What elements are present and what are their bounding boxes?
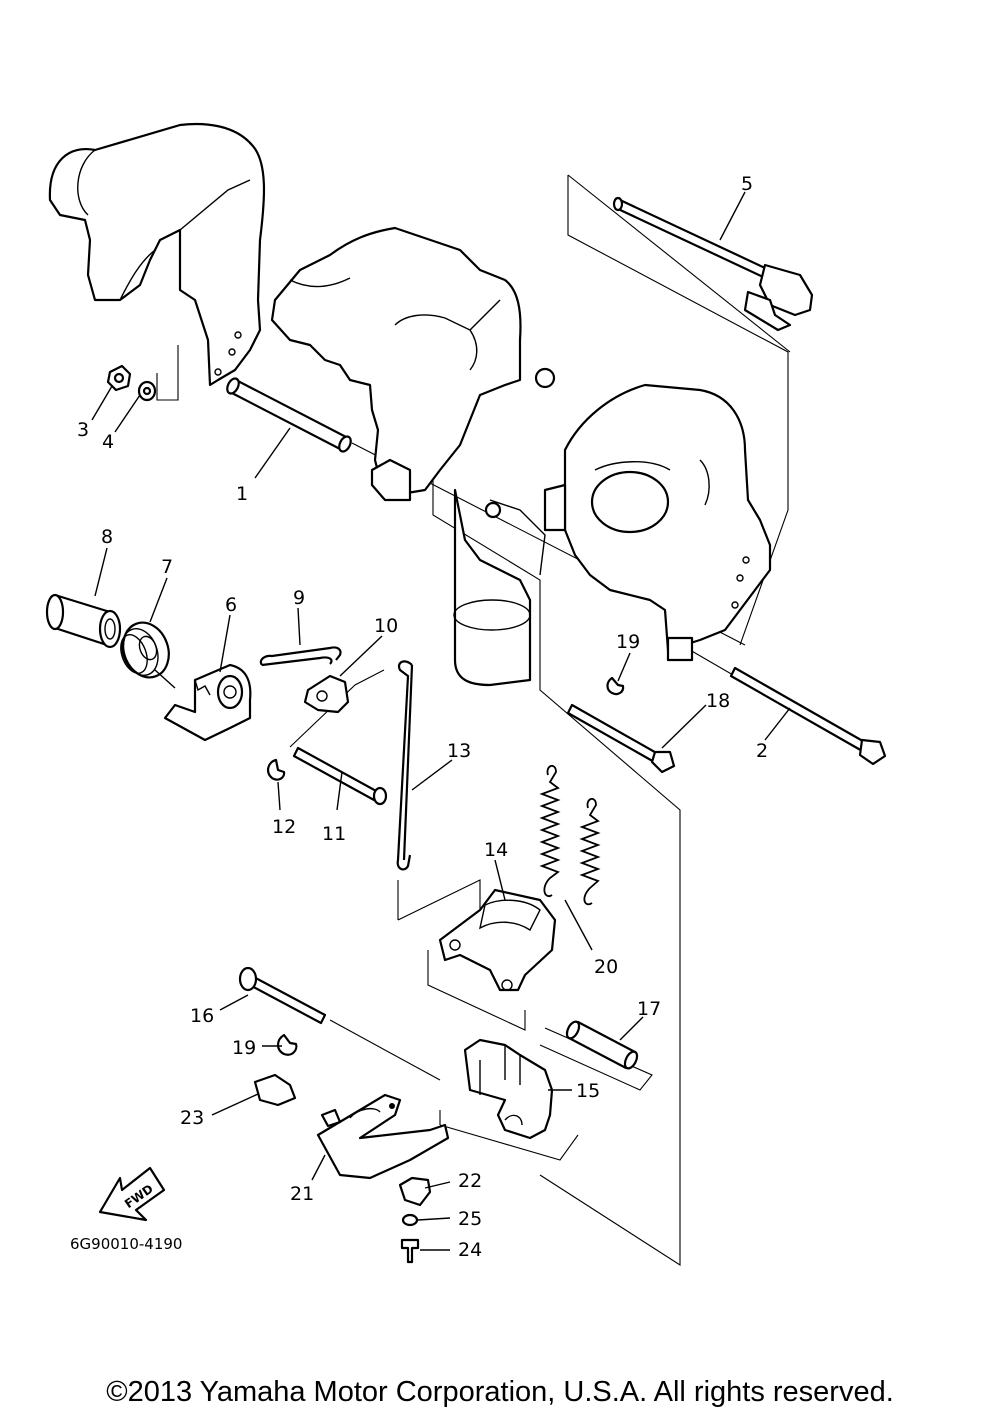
part-12-circlip <box>266 758 286 781</box>
part-10-lever <box>303 674 350 714</box>
part-18-shaft <box>566 703 676 774</box>
callout-3: 3 <box>77 419 89 441</box>
callout-17: 17 <box>637 998 661 1020</box>
callout-19-upper: 19 <box>616 631 640 653</box>
part-5-tilt-rod <box>612 196 814 332</box>
part-6-bracket <box>163 663 252 742</box>
part-24-screw <box>400 1238 420 1264</box>
callout-6: 6 <box>225 594 237 616</box>
swivel-bracket <box>270 226 556 687</box>
callout-1: 1 <box>236 483 248 505</box>
drawing-code: 6G90010-4190 <box>70 1235 182 1253</box>
callout-10: 10 <box>374 615 398 637</box>
callout-leaders <box>91 191 791 1251</box>
callout-23: 23 <box>180 1107 204 1129</box>
clamp-bracket-right <box>543 383 772 662</box>
part-22-clip <box>398 1176 432 1207</box>
part-15-bracket <box>463 1038 554 1140</box>
part-23-grip <box>253 1073 297 1107</box>
part-4-washer <box>137 380 157 402</box>
callout-21: 21 <box>290 1183 314 1205</box>
callout-20: 20 <box>594 956 618 978</box>
callout-11: 11 <box>322 823 346 845</box>
part-19-clip-upper <box>606 676 625 696</box>
part-17-sleeve <box>565 1020 639 1070</box>
callout-18: 18 <box>706 690 730 712</box>
part-9-clip <box>259 646 342 667</box>
callout-7: 7 <box>161 556 173 578</box>
part-7-spring <box>120 621 176 689</box>
callout-9: 9 <box>293 587 305 609</box>
callout-25: 25 <box>458 1208 482 1230</box>
callout-19-lower: 19 <box>232 1037 256 1059</box>
part-16-pin <box>238 966 327 1025</box>
part-11-pin <box>292 746 388 806</box>
callout-8: 8 <box>101 526 113 548</box>
mounting-bracket-left <box>48 122 266 387</box>
part-3-nut <box>106 364 132 392</box>
part-2-bolt <box>729 666 887 766</box>
callout-2: 2 <box>756 740 768 762</box>
callout-4: 4 <box>102 431 114 453</box>
part-14-yoke <box>438 888 557 992</box>
part-19-clip-lower <box>276 1033 298 1056</box>
callout-16: 16 <box>190 1005 214 1027</box>
part-21-lever <box>316 1093 450 1180</box>
part-20-springs <box>539 765 601 906</box>
callout-5: 5 <box>741 173 753 195</box>
callout-15: 15 <box>576 1080 600 1102</box>
callout-24: 24 <box>458 1239 482 1261</box>
copyright-notice: ©2013 Yamaha Motor Corporation, U.S.A. A… <box>106 1376 894 1408</box>
callout-14: 14 <box>484 839 508 861</box>
part-25-washer <box>401 1213 419 1227</box>
part-8-bushing <box>45 593 122 649</box>
part-13-rod <box>396 660 414 871</box>
callout-labels: 1 2 3 4 5 6 7 8 9 10 11 12 13 14 15 16 1… <box>77 173 768 1261</box>
callout-22: 22 <box>458 1170 482 1192</box>
callout-13: 13 <box>447 740 471 762</box>
fwd-arrow-icon: FWD <box>98 1166 166 1222</box>
callout-12: 12 <box>272 816 296 838</box>
part-1-tube <box>226 377 352 453</box>
